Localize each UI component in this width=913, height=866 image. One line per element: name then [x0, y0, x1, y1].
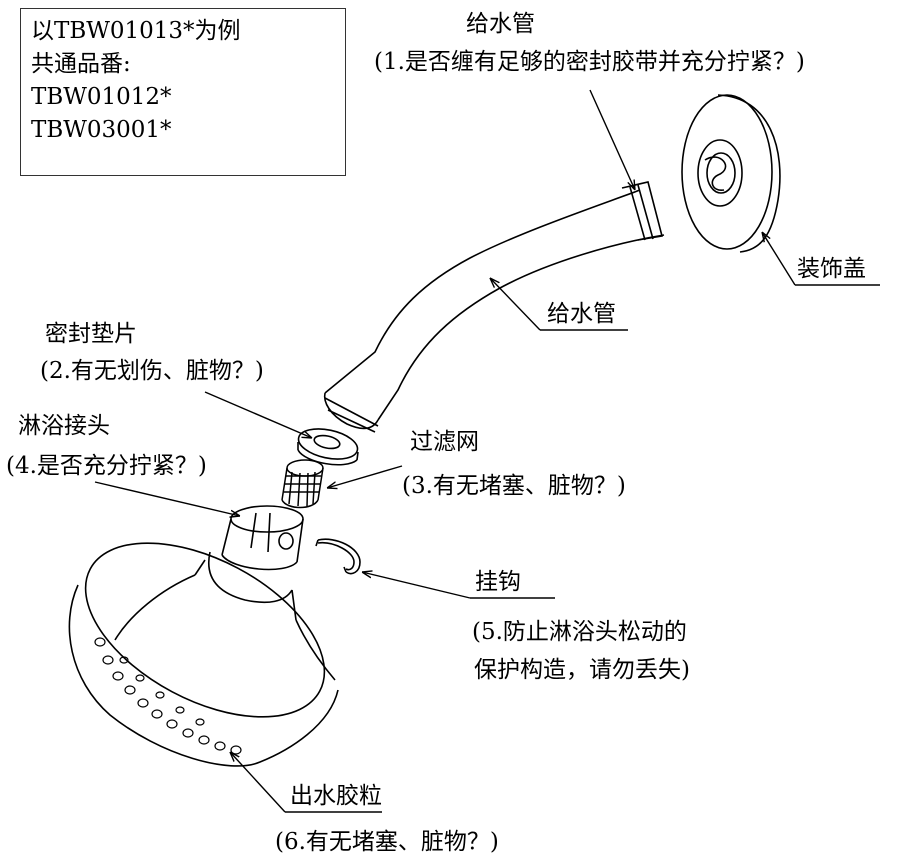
shower-head-part	[68, 505, 339, 767]
leader-gasket	[204, 391, 312, 438]
info-line-model-2: TBW03001*	[31, 117, 172, 143]
info-line-common-heading: 共通品番:	[31, 51, 131, 77]
filter-part	[281, 459, 324, 509]
nozzles	[94, 637, 242, 755]
info-line-example: 以TBW01013*为例	[31, 18, 241, 44]
label-filter: 过滤网	[410, 429, 479, 455]
leader-supply-pipe-side	[490, 278, 541, 331]
label-gasket: 密封垫片	[45, 321, 137, 347]
check-hook-line2: 保护构造，请勿丢失)	[474, 657, 690, 683]
leader-supply-pipe-top	[589, 89, 635, 190]
leader-lines	[94, 89, 880, 813]
label-cover: 装饰盖	[797, 256, 866, 282]
leader-filter	[327, 465, 403, 488]
leader-connector	[94, 481, 240, 516]
check-supply-pipe: (1.是否缠有足够的密封胶带并充分拧紧？)	[374, 49, 805, 75]
leader-cover	[762, 232, 796, 286]
leader-hook	[362, 572, 471, 599]
label-supply-pipe-top: 给水管	[466, 11, 535, 37]
hook-part	[315, 538, 361, 575]
cover-part	[681, 94, 781, 253]
gasket-part	[297, 428, 359, 466]
check-filter: (3.有无堵塞、脏物？)	[402, 473, 626, 499]
label-shower-connector: 淋浴接头	[18, 413, 110, 439]
label-hook: 挂钩	[475, 569, 521, 595]
info-box: 以TBW01013*为例 共通品番: TBW01012* TBW03001*	[20, 8, 346, 176]
label-nozzles: 出水胶粒	[290, 783, 382, 809]
check-gasket: (2.有无划伤、脏物？)	[40, 358, 264, 384]
check-nozzles: (6.有无堵塞、脏物？)	[275, 829, 499, 855]
check-hook-line1: (5.防止淋浴头松动的	[472, 619, 687, 645]
label-supply-pipe-side: 给水管	[547, 301, 616, 327]
check-shower-connector: (4.是否充分拧紧？)	[6, 453, 207, 479]
info-line-model-1: TBW01012*	[31, 84, 172, 110]
leader-nozzles	[230, 752, 286, 813]
